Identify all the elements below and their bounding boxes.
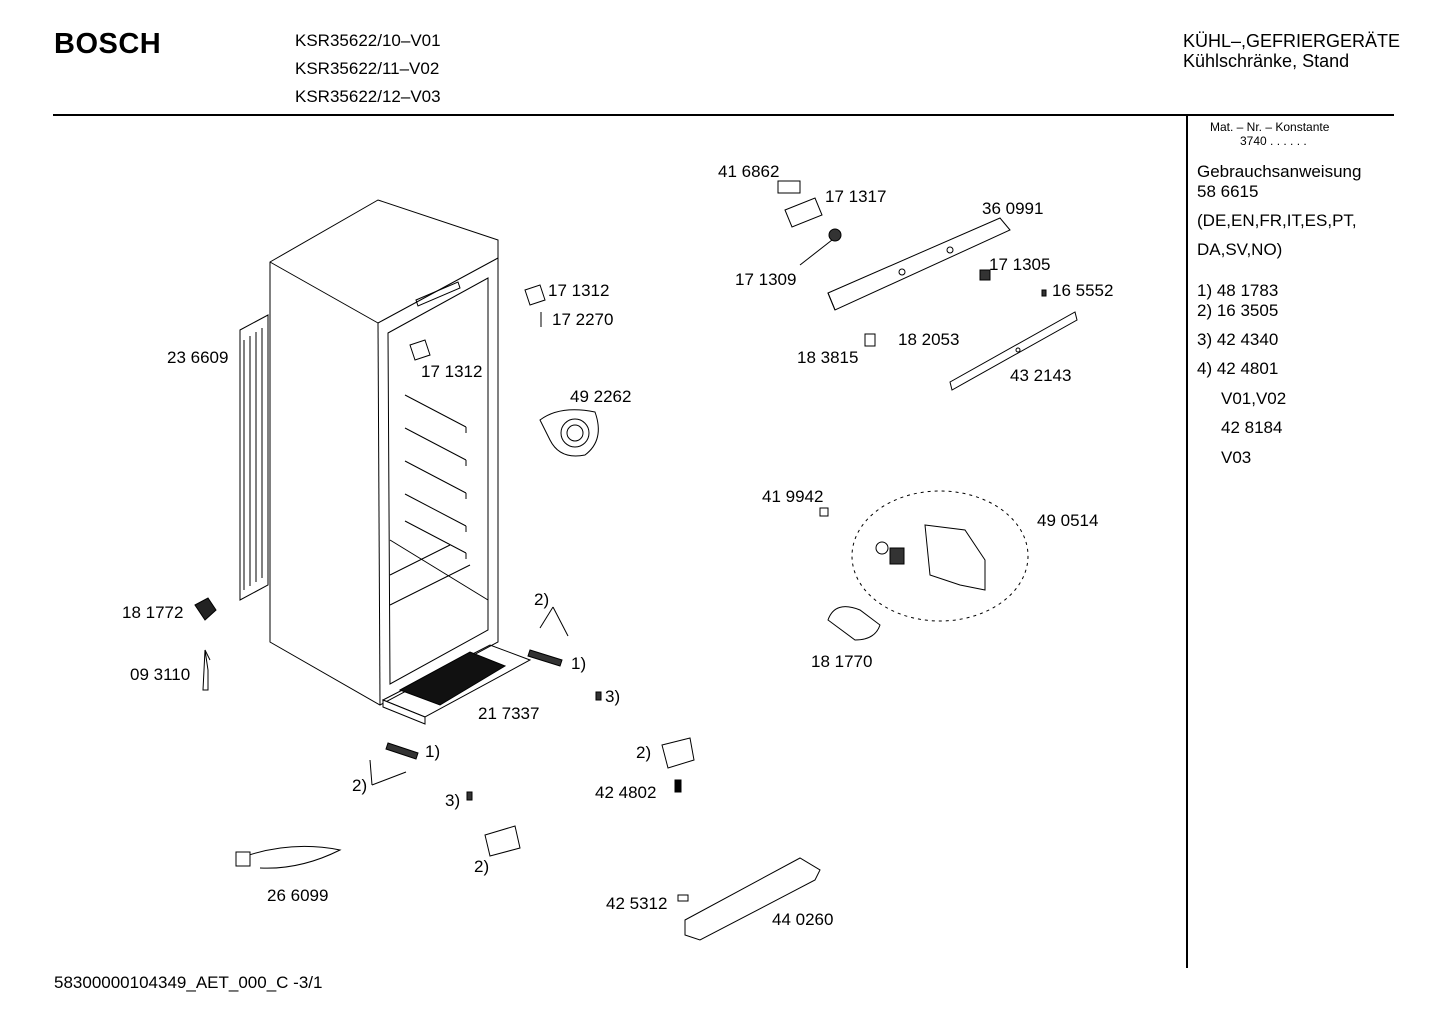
note-2: 2) 16 3505	[1197, 301, 1279, 320]
part-label-181772: 18 1772	[122, 603, 184, 622]
screws	[466, 289, 1047, 801]
part-label-183815: 18 3815	[797, 348, 859, 367]
part-label-425312: 42 5312	[606, 894, 668, 913]
model-number-1: KSR35622/10–V01	[295, 31, 441, 50]
note-4: 4) 42 4801	[1197, 359, 1279, 378]
category-subtitle: Kühlschränke, Stand	[1183, 51, 1350, 71]
note-3: 3) 42 4340	[1197, 330, 1279, 349]
condenser	[239, 314, 269, 601]
power-cord	[235, 845, 342, 869]
part-label-171312-inner: 17 1312	[421, 362, 483, 381]
electric-parts	[194, 597, 217, 691]
cabinet-body	[269, 199, 499, 706]
part-label-492262: 49 2262	[570, 387, 632, 406]
sidebar-divider	[1186, 116, 1188, 968]
part-label-171312-top: 17 1312	[548, 281, 610, 300]
part-label-165552: 16 5552	[1052, 281, 1114, 300]
part-label-419942: 41 9942	[762, 487, 824, 506]
mat-number-label: Mat. – Nr. – Konstante	[1210, 120, 1330, 134]
part-label-424802: 42 4802	[595, 783, 657, 802]
model-number-2: KSR35622/11–V02	[295, 59, 440, 78]
note-part-428184: 42 8184	[1221, 418, 1283, 437]
part-label-171305: 17 1305	[989, 255, 1051, 274]
crisper-drawer	[381, 644, 532, 725]
part-label-171309: 17 1309	[735, 270, 797, 289]
note-marker-1-hinge-top: 1)	[571, 654, 587, 673]
manual-title: Gebrauchsanweisung	[1197, 162, 1362, 181]
part-label-093110: 09 3110	[130, 665, 191, 684]
manual-number: 58 6615	[1197, 182, 1259, 201]
glass-shelves	[404, 394, 467, 559]
part-label-182053: 18 2053	[898, 330, 960, 349]
trim-strip	[949, 311, 1078, 391]
note-marker-2-hinge-top: 2)	[534, 590, 550, 609]
part-label-432143: 43 2143	[1010, 366, 1072, 385]
header-divider	[53, 114, 1394, 116]
part-label-490514: 49 0514	[1037, 511, 1099, 530]
part-label-181770: 18 1770	[811, 652, 873, 671]
part-label-217337: 21 7337	[478, 704, 540, 723]
note-marker-2-bracket-bottom: 2)	[474, 857, 490, 876]
note-marker-1-hinge-bottom: 1)	[425, 742, 441, 761]
brand-logo: BOSCH	[54, 28, 162, 60]
fan-housing	[539, 409, 599, 457]
note-marker-3-screw-bottom: 3)	[445, 791, 461, 810]
lamp-assembly	[819, 490, 1029, 641]
manual-languages-2: DA,SV,NO)	[1197, 240, 1283, 259]
part-label-236609: 23 6609	[167, 348, 229, 367]
leader-lines	[369, 239, 833, 786]
note-marker-2-bracket: 2)	[636, 743, 652, 762]
part-label-416862: 41 6862	[718, 162, 780, 181]
note-variant-v01-v02: V01,V02	[1221, 389, 1287, 408]
note-marker-2-screws-bottom: 2)	[352, 776, 368, 795]
part-label-172270: 17 2270	[552, 310, 614, 329]
part-label-360991: 36 0991	[982, 199, 1044, 218]
hinges-brackets	[385, 284, 695, 857]
note-1: 1) 48 1783	[1197, 281, 1279, 300]
thermostat-parts	[777, 180, 991, 347]
category-title: KÜHL–,GEFRIERGERÄTE	[1183, 31, 1401, 51]
mat-number-value: 3740 . . . . . .	[1240, 134, 1307, 148]
model-number-3: KSR35622/12–V03	[295, 87, 441, 106]
control-panel	[827, 217, 1011, 311]
note-variant-v03: V03	[1221, 448, 1252, 467]
manual-languages-1: (DE,EN,FR,IT,ES,PT,	[1197, 211, 1357, 230]
part-label-440260: 44 0260	[772, 910, 834, 929]
part-label-266099: 26 6099	[267, 886, 329, 905]
document-id: 58300000104349_AET_000_C -3/1	[54, 973, 323, 992]
note-marker-3-screw: 3)	[605, 687, 621, 706]
part-label-171317: 17 1317	[825, 187, 887, 206]
kickplate	[677, 857, 821, 941]
